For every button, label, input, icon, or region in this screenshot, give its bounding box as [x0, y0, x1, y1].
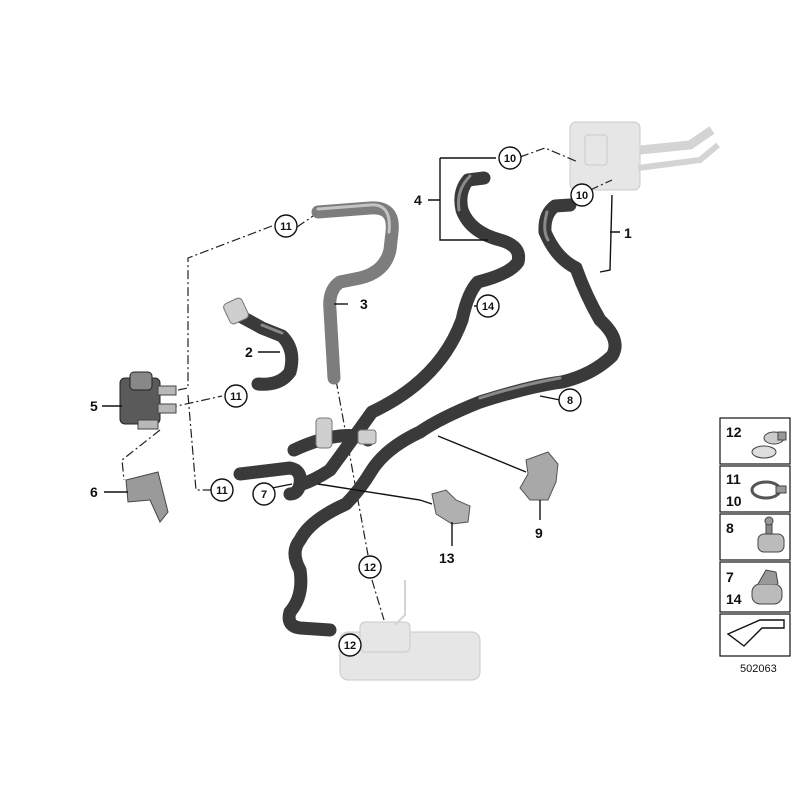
hose-3	[311, 201, 399, 385]
hose-4-14	[293, 171, 526, 492]
callout-11c: 11	[210, 478, 234, 502]
legend-row2-num2: 10	[726, 493, 742, 509]
legend-row1-num1: 12	[726, 424, 742, 440]
callout-6: 6	[90, 484, 98, 500]
callout-4: 4	[414, 192, 422, 208]
hose-7	[233, 417, 377, 501]
svg-text:8: 8	[567, 395, 573, 407]
reference-number: 502063	[740, 663, 777, 675]
legend-panel: 12 11 10 8 7 14 502063	[719, 417, 791, 675]
svg-text:10: 10	[576, 190, 588, 202]
callout-10a: 10	[498, 146, 522, 170]
callout-5: 5	[90, 398, 98, 414]
callout-12b: 12	[338, 633, 362, 657]
callout-13: 13	[439, 550, 455, 566]
callout-3: 3	[360, 296, 368, 312]
bracket-6-icon	[125, 471, 169, 523]
callout-1: 1	[624, 225, 632, 241]
callout-12a: 12	[358, 555, 382, 579]
legend-row4-num1: 7	[726, 569, 734, 585]
callout-2: 2	[245, 344, 253, 360]
callout-11a: 11	[274, 214, 298, 238]
hose-1-8	[282, 198, 622, 637]
valve-5-icon	[119, 371, 177, 430]
ghost-heater-core-top-right	[569, 121, 720, 191]
svg-text:14: 14	[482, 301, 495, 313]
legend-row4-num2: 14	[726, 591, 742, 607]
dash-dot-connectors	[121, 147, 613, 621]
callout-10b: 10	[570, 183, 594, 207]
svg-text:10: 10	[504, 153, 516, 165]
svg-text:11: 11	[230, 391, 242, 403]
legend-row3-num1: 8	[726, 520, 734, 536]
hose-2	[223, 297, 299, 391]
svg-text:11: 11	[280, 221, 292, 233]
band-clamp-icon	[750, 480, 787, 500]
callout-7: 7	[252, 482, 276, 506]
callout-9: 9	[535, 525, 543, 541]
holder-9-icon	[519, 451, 559, 501]
svg-text:12: 12	[364, 562, 376, 574]
svg-text:12: 12	[344, 640, 356, 652]
callout-14: 14	[476, 294, 500, 318]
hose-clamp-icon	[751, 431, 787, 459]
ghost-engine-bottom	[339, 580, 481, 681]
callout-11b: 11	[224, 384, 248, 408]
svg-text:7: 7	[261, 489, 267, 501]
clip-13-icon	[431, 489, 471, 525]
pipe-clip-icon	[757, 516, 785, 553]
svg-text:11: 11	[216, 485, 228, 497]
double-clip-icon	[751, 569, 783, 605]
direction-arrow-icon	[726, 619, 785, 647]
legend-row2-num1: 11	[726, 471, 741, 487]
leader-lines	[102, 157, 620, 546]
callout-8: 8	[558, 388, 582, 412]
